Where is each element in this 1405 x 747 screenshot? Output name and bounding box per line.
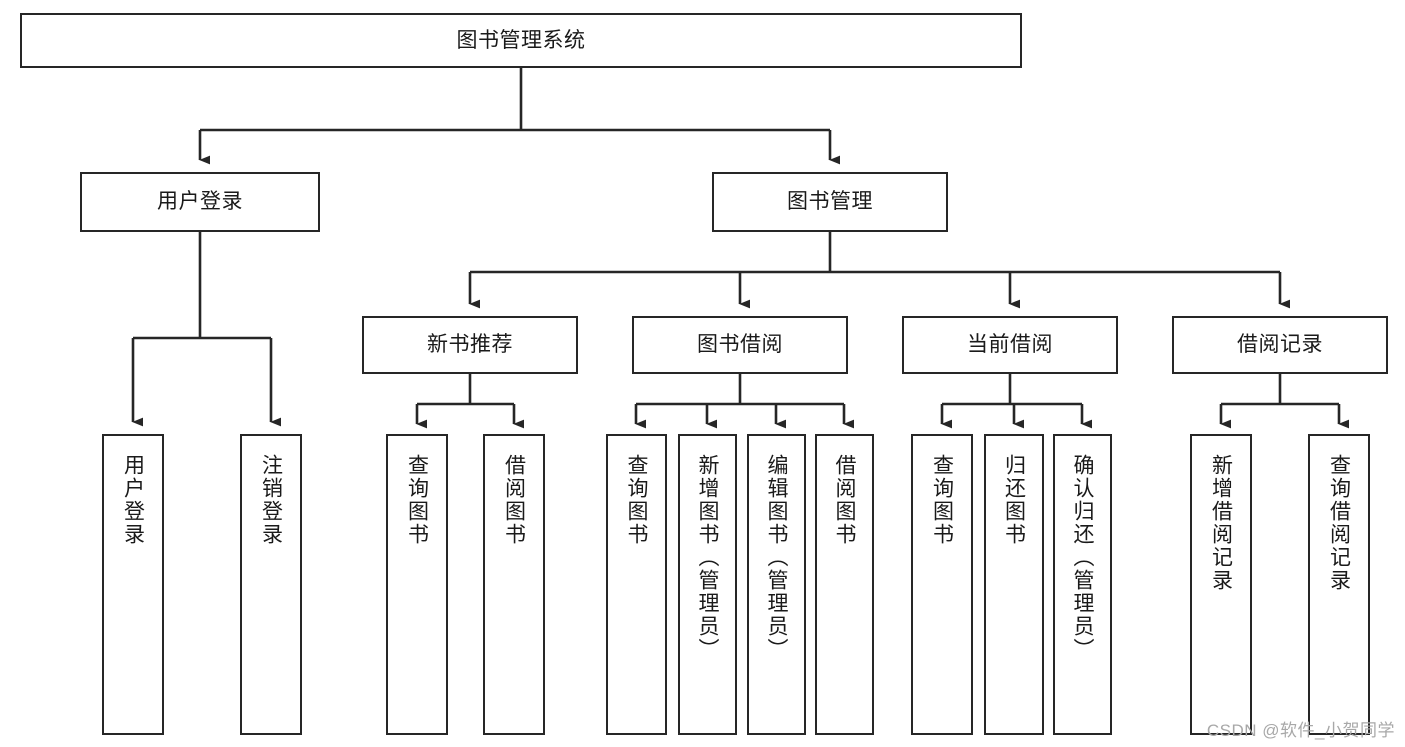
leaf-borrow-book[interactable]: 借阅图书 [815, 434, 874, 735]
leaf-query-book[interactable]: 查询图书 [606, 434, 667, 735]
leaf-query-book-new-label: 查询图书 [405, 454, 429, 546]
leaf-return-book[interactable]: 归还图书 [984, 434, 1044, 735]
leaf-add-borrow-record-label: 新增借阅记录 [1209, 454, 1233, 592]
leaf-user-login[interactable]: 用户登录 [102, 434, 164, 735]
leaf-query-borrow-record-label: 查询借阅记录 [1327, 454, 1351, 592]
leaf-edit-book-admin-label: 编辑图书（管理员） [765, 454, 788, 661]
node-new-book-recommend[interactable]: 新书推荐 [362, 316, 578, 374]
leaf-query-book-current-label: 查询图书 [930, 454, 954, 546]
leaf-query-borrow-record[interactable]: 查询借阅记录 [1308, 434, 1370, 735]
node-user-login-label: 用户登录 [157, 190, 243, 214]
leaf-confirm-return-admin[interactable]: 确认归还（管理员） [1053, 434, 1112, 735]
node-current-borrow-label: 当前借阅 [967, 333, 1053, 357]
leaf-borrow-book-new-label: 借阅图书 [502, 454, 526, 546]
node-root[interactable]: 图书管理系统 [20, 13, 1022, 68]
node-book-borrow[interactable]: 图书借阅 [632, 316, 848, 374]
node-user-login[interactable]: 用户登录 [80, 172, 320, 232]
leaf-logout-label: 注销登录 [259, 454, 283, 546]
leaf-add-book-admin[interactable]: 新增图书（管理员） [678, 434, 737, 735]
node-book-management[interactable]: 图书管理 [712, 172, 948, 232]
leaf-user-login-label: 用户登录 [121, 454, 145, 546]
node-new-book-recommend-label: 新书推荐 [427, 333, 513, 357]
leaf-edit-book-admin[interactable]: 编辑图书（管理员） [747, 434, 806, 735]
leaf-query-book-new[interactable]: 查询图书 [386, 434, 448, 735]
leaf-add-book-admin-label: 新增图书（管理员） [696, 454, 719, 661]
leaf-add-borrow-record[interactable]: 新增借阅记录 [1190, 434, 1252, 735]
leaf-logout[interactable]: 注销登录 [240, 434, 302, 735]
leaf-query-book-current[interactable]: 查询图书 [911, 434, 973, 735]
leaf-confirm-return-admin-label: 确认归还（管理员） [1071, 454, 1094, 661]
leaf-return-book-label: 归还图书 [1002, 454, 1026, 546]
node-borrow-record[interactable]: 借阅记录 [1172, 316, 1388, 374]
node-borrow-record-label: 借阅记录 [1237, 333, 1323, 357]
node-book-management-label: 图书管理 [787, 190, 873, 214]
leaf-borrow-book-label: 借阅图书 [833, 454, 856, 546]
node-current-borrow[interactable]: 当前借阅 [902, 316, 1118, 374]
node-book-borrow-label: 图书借阅 [697, 333, 783, 357]
node-root-label: 图书管理系统 [456, 28, 586, 52]
leaf-query-book-label: 查询图书 [625, 454, 648, 546]
leaf-borrow-book-new[interactable]: 借阅图书 [483, 434, 545, 735]
